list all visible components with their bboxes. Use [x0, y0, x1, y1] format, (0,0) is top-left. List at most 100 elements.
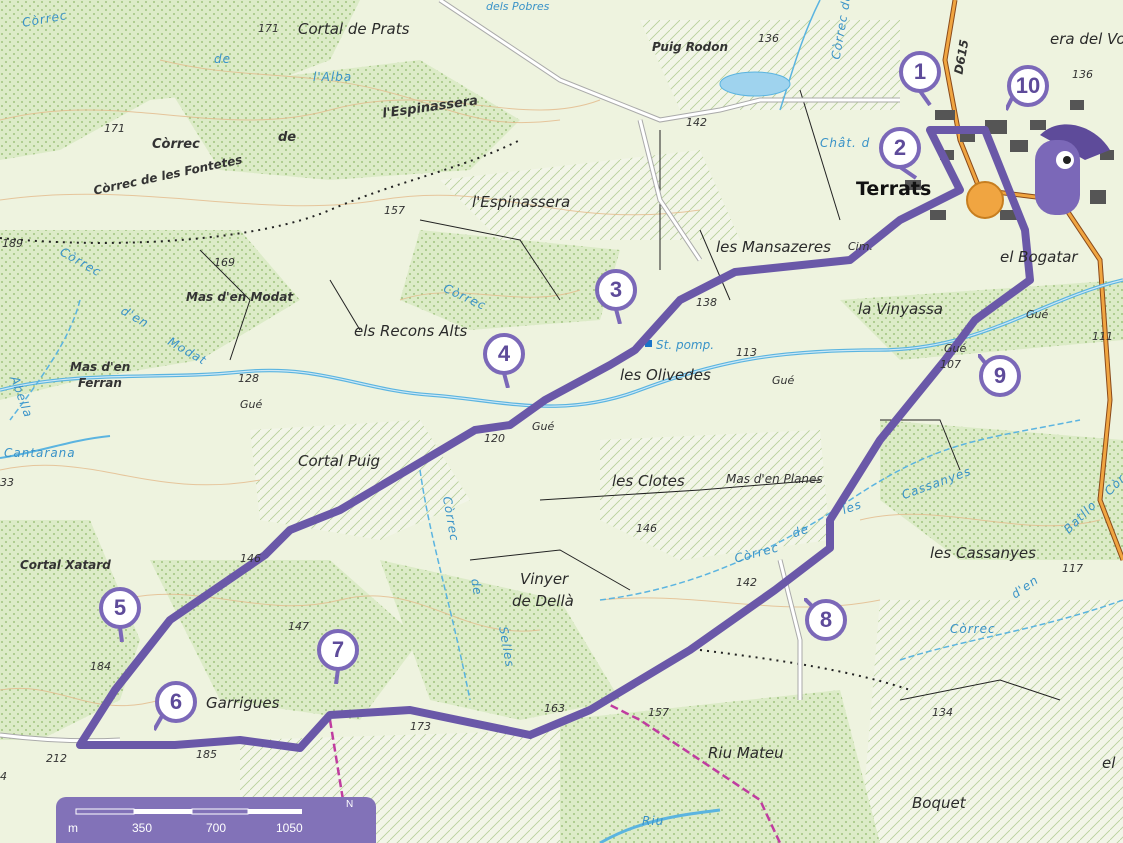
- label-correc-battlo-1: Còrrec: [950, 622, 996, 636]
- label-els-recons-alts: els Recons Alts: [354, 322, 468, 340]
- route-marker-7[interactable]: 7: [316, 628, 360, 685]
- altitude: 163: [544, 702, 565, 715]
- label-st-pomp: St. pomp.: [656, 338, 715, 352]
- scale-ruler: [75, 808, 302, 815]
- label-les-cassanyes: les Cassanyes: [930, 544, 1036, 562]
- altitude: 138: [696, 296, 717, 309]
- label-vinyer: Vinyer: [520, 570, 569, 588]
- label-el-bogatar: el Bogatar: [1000, 248, 1078, 266]
- label-riu: Riu: [642, 814, 665, 828]
- altitude: 33: [0, 476, 14, 489]
- altitude: 111: [1092, 330, 1113, 343]
- label-cortal-puig: Cortal Puig: [298, 452, 381, 470]
- route-marker-number: 9: [993, 363, 1007, 388]
- label-alba: l'Alba: [313, 70, 353, 84]
- route-marker-number: 4: [497, 341, 511, 366]
- scale-bar: m 350 700 1050 N: [56, 797, 376, 843]
- altitude: 142: [686, 116, 707, 129]
- label-mas-den-ferran-1: Mas d'en: [70, 360, 131, 374]
- compass-north-icon: [332, 812, 368, 842]
- scale-unit: m: [68, 821, 78, 835]
- label-de: de: [278, 130, 297, 145]
- label-correc-de: de: [214, 52, 231, 66]
- label-era-del-volo: era del Voló: [1050, 30, 1123, 48]
- altitude: 107: [940, 358, 961, 371]
- marker-pin-icon: [1004, 65, 1049, 111]
- altitude: 120: [484, 432, 505, 445]
- label-riu-mateu: Riu Mateu: [708, 744, 784, 762]
- altitude: 117: [1062, 562, 1083, 575]
- label-cim: Cim.: [848, 240, 873, 253]
- route-marker-number: 10: [1015, 73, 1041, 98]
- label-correc: Còrrec: [152, 137, 200, 152]
- altitude: 169: [214, 256, 235, 269]
- route-marker-number: 7: [331, 637, 345, 662]
- altitude: 4: [0, 770, 7, 783]
- altitude: 173: [410, 720, 431, 733]
- marker-pin-icon: [152, 681, 197, 731]
- altitude: 171: [258, 22, 279, 35]
- marker-pin-icon: [595, 269, 637, 325]
- route-marker-9[interactable]: 9: [976, 352, 1022, 410]
- marker-pin-icon: [899, 51, 941, 107]
- label-de-della: de Dellà: [512, 592, 574, 610]
- label-mas-den-modat: Mas d'en Modat: [186, 290, 294, 304]
- marker-pin-icon: [879, 127, 921, 180]
- label-garrigues: Garrigues: [206, 694, 280, 712]
- route-marker-4[interactable]: 4: [482, 332, 526, 389]
- label-espinassera: l'Espinassera: [472, 193, 571, 211]
- label-gue-4: Gué: [1026, 308, 1049, 321]
- route-marker-2[interactable]: 2: [878, 126, 922, 182]
- marker-pin-icon: [802, 596, 847, 641]
- scale-tick-350: 350: [132, 821, 153, 835]
- altitude: 184: [90, 660, 111, 673]
- marker-pin-icon: [317, 629, 359, 685]
- label-cortal-xatard: Cortal Xatard: [20, 558, 111, 572]
- altitude: 189: [2, 237, 23, 250]
- label-la-vinyassa: la Vinyassa: [858, 300, 943, 318]
- route-marker-number: 8: [819, 607, 833, 632]
- route-marker-number: 5: [113, 595, 127, 620]
- altitude: 171: [104, 122, 125, 135]
- route-marker-5[interactable]: 5: [98, 586, 142, 643]
- altitude: 157: [384, 204, 405, 217]
- label-gue-3: Gué: [772, 374, 795, 387]
- label-boquet: Boquet: [912, 794, 966, 812]
- route-line: [76, 126, 1034, 752]
- label-chat: Chât. d: [820, 136, 871, 150]
- label-mas-den-planes: Mas d'en Planes: [726, 472, 823, 486]
- route-marker-6[interactable]: 6: [152, 680, 198, 736]
- label-correc-selles-2: de: [468, 577, 485, 597]
- label-el-edge: el: [1102, 754, 1116, 772]
- label-puig-rodon: Puig Rodon: [652, 40, 729, 54]
- route-marker-3[interactable]: 3: [594, 268, 638, 325]
- label-les-olivedes: les Olivedes: [620, 366, 711, 384]
- route-marker-number: 3: [609, 277, 623, 302]
- route-marker-number: 1: [913, 59, 927, 84]
- route-marker-number: 2: [893, 135, 907, 160]
- marker-pin-icon: [99, 587, 141, 643]
- route-marker-1[interactable]: 1: [898, 50, 942, 107]
- altitude: 136: [1072, 68, 1093, 81]
- altitude: 147: [288, 620, 309, 633]
- scale-tick-700: 700: [206, 821, 227, 835]
- route-marker-8[interactable]: 8: [802, 596, 848, 654]
- altitude: 212: [46, 752, 67, 765]
- label-mas-den-ferran-2: Ferran: [78, 376, 122, 390]
- label-cortal-de-prats: Cortal de Prats: [298, 20, 410, 38]
- label-gue-1: Gué: [240, 398, 263, 411]
- altitude: 157: [648, 706, 669, 719]
- altitude: 146: [636, 522, 657, 535]
- altitude: 146: [240, 552, 261, 565]
- hiker-mascot-icon: [1035, 124, 1110, 215]
- label-town-terrats: Terrats: [856, 178, 932, 200]
- label-gue-5: Gué: [944, 342, 967, 355]
- north-label: N: [346, 799, 354, 810]
- altitude: 113: [736, 346, 757, 359]
- marker-pin-icon: [976, 352, 1021, 397]
- marker-pin-icon: [483, 333, 525, 389]
- altitude: 185: [196, 748, 217, 761]
- route-marker-10[interactable]: 10: [1004, 64, 1050, 120]
